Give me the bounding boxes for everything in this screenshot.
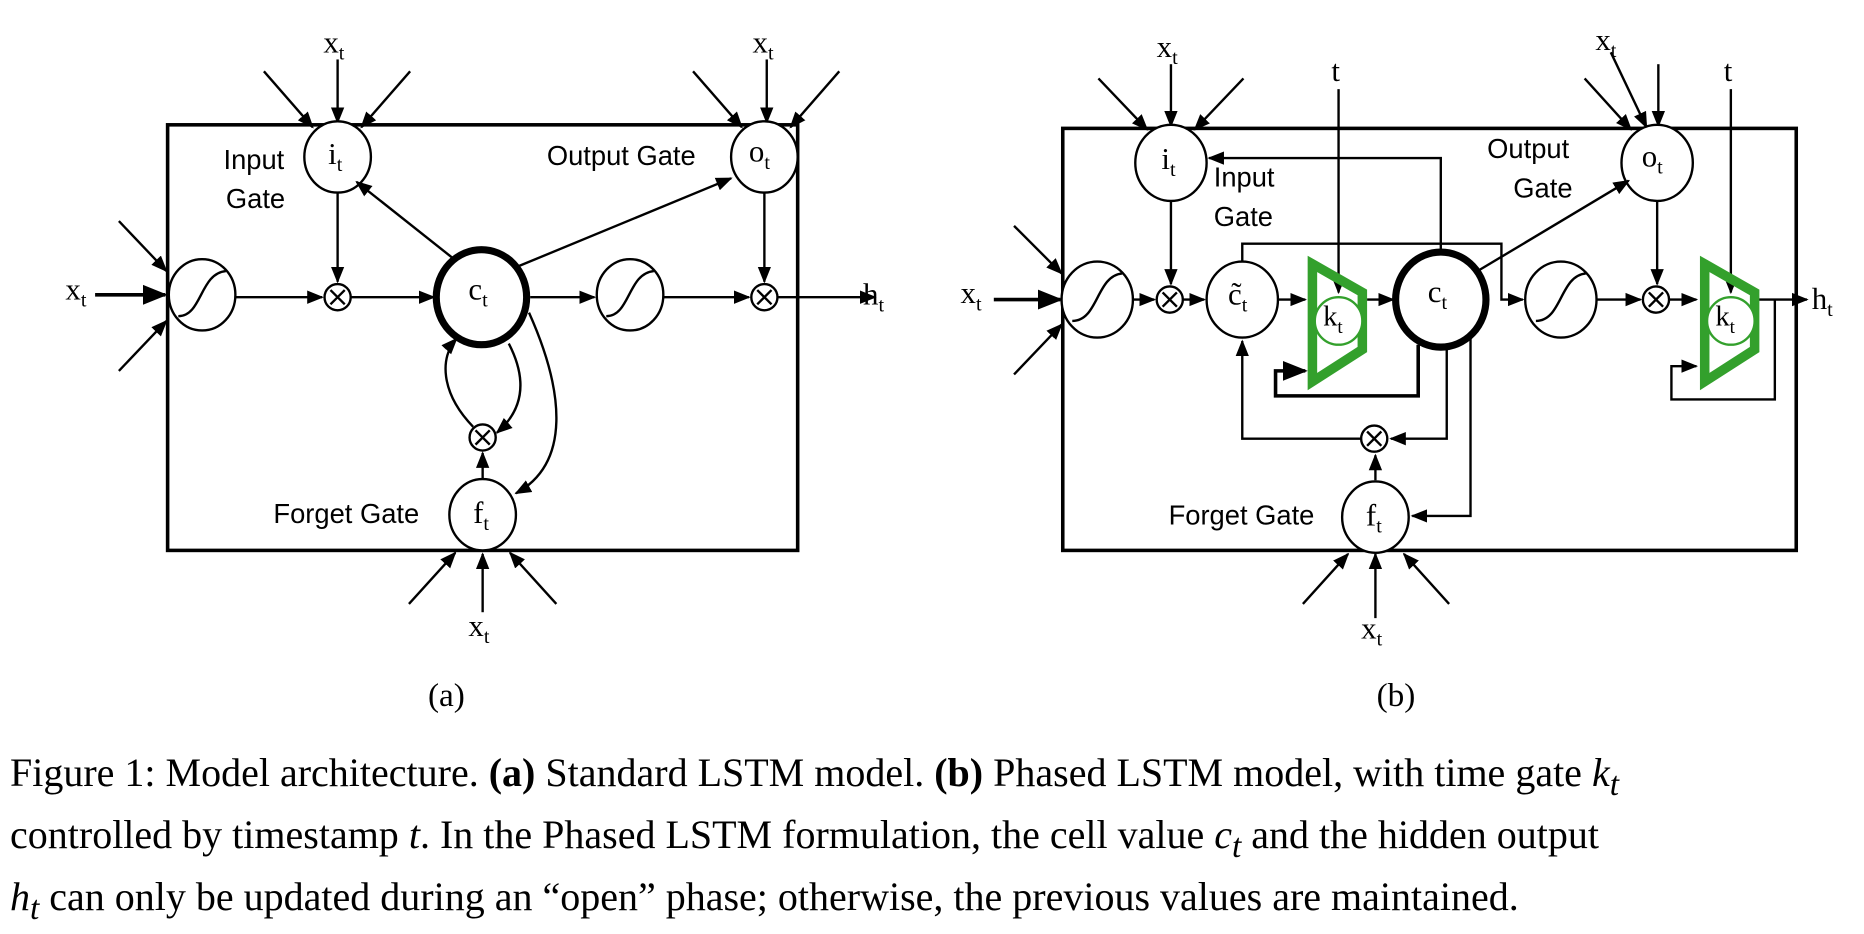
input-gate-symbol: it (328, 136, 343, 176)
input-xt-left-label: xt (961, 275, 982, 315)
cell-symbol: ct (468, 272, 488, 312)
caption-var-k-sub: t (1609, 766, 1619, 803)
time-gate-2 (1699, 255, 1760, 391)
input-xt-top-label: xt (323, 24, 344, 64)
multiply-icon (1161, 291, 1178, 308)
panel-b-labels: xt xt t t xt xt ht it ot c̃t ct kt kt ft… (961, 22, 1834, 714)
output-gate-xt-label: xt (752, 24, 773, 64)
figure-caption: Figure 1: Model architecture. (a) Standa… (10, 748, 1860, 934)
output-gate-label: Gate (1513, 172, 1572, 203)
forget-gate-symbol: ft (1366, 497, 1382, 537)
caption-a-text: Standard LSTM model. (535, 750, 935, 795)
output-gate-symbol: ot (749, 134, 770, 174)
phased-lstm-cell-box (1060, 126, 1799, 553)
forget-gate-xt-label: xt (1361, 610, 1382, 650)
forget-gate-xt-label: xt (468, 608, 489, 648)
cell-node (432, 246, 531, 349)
cell-symbol: ct (1428, 274, 1448, 314)
caption-text: can only be updated during an “open” pha… (39, 874, 1519, 919)
forget-gate-label: Forget Gate (1169, 499, 1315, 530)
timestamp-label: t (1331, 53, 1340, 88)
caption-var-k: k (1591, 750, 1610, 795)
panel-a (95, 59, 877, 613)
input-gate-label: Input (1214, 162, 1275, 193)
forget-gate-symbol: ft (473, 495, 489, 535)
input-gate-label: Input (223, 144, 284, 175)
multiply-icon (756, 289, 773, 306)
output-gate-label: Output Gate (547, 140, 696, 171)
sigmoid-icon (1072, 272, 1123, 323)
hidden-output-label: ht (1812, 281, 1833, 321)
forget-gate-label: Forget Gate (273, 498, 419, 529)
panel-a-labels: xt xt xt xt ht it ot ct ft Input Gate Ou… (65, 24, 884, 714)
timestamp-label: t (1724, 53, 1733, 88)
time-gate-symbol: kt (1323, 302, 1343, 338)
candidate-cell-symbol: c̃t (1228, 276, 1248, 316)
sigmoid-icon (178, 269, 227, 318)
caption-var-c: c (1214, 812, 1232, 857)
input-gate-label: Gate (226, 183, 285, 214)
output-gate-symbol: ot (1642, 138, 1663, 178)
sigmoid-icon (1535, 272, 1587, 323)
input-gate-symbol: it (1161, 141, 1176, 181)
caption-var-h: h (10, 874, 30, 919)
caption-var-t: t (408, 812, 420, 857)
caption-b-tag: (b) (934, 750, 984, 795)
multiply-icon (1366, 430, 1383, 447)
hidden-output-label: ht (863, 276, 884, 316)
caption-var-h-sub: t (30, 890, 40, 927)
multiply-icon (474, 429, 491, 446)
subcaption-a: (a) (428, 677, 465, 714)
caption-b-text: Phased LSTM model, with time gate (983, 750, 1592, 795)
caption-text: and the hidden output (1241, 812, 1599, 857)
input-gate-label: Gate (1214, 201, 1273, 232)
caption-a-tag: (a) (488, 750, 536, 795)
input-xt-top-label: xt (1157, 29, 1178, 69)
multiply-icon (329, 289, 346, 306)
caption-prefix: Figure 1: Model architecture. (10, 750, 489, 795)
caption-line-3: ht can only be updated during an “open” … (10, 872, 1860, 934)
output-gate-xt-label: xt (1595, 22, 1616, 62)
subcaption-b: (b) (1377, 677, 1416, 714)
time-gate-symbol: kt (1715, 302, 1735, 338)
caption-text: . In the Phased LSTM formulation, the ce… (419, 812, 1215, 857)
caption-text: controlled by timestamp (10, 812, 409, 857)
output-gate-label: Output (1487, 133, 1569, 164)
caption-line-1: Figure 1: Model architecture. (a) Standa… (10, 748, 1860, 810)
caption-var-c-sub: t (1231, 828, 1242, 865)
sigmoid-icon (606, 269, 655, 318)
forget-gate-node (1340, 480, 1410, 554)
input-xt-left-label: xt (65, 272, 86, 312)
time-gate-1 (1307, 255, 1368, 391)
panel-b (993, 51, 1809, 619)
caption-line-2: controlled by timestamp t. In the Phased… (10, 810, 1860, 872)
multiply-icon (1647, 291, 1664, 308)
